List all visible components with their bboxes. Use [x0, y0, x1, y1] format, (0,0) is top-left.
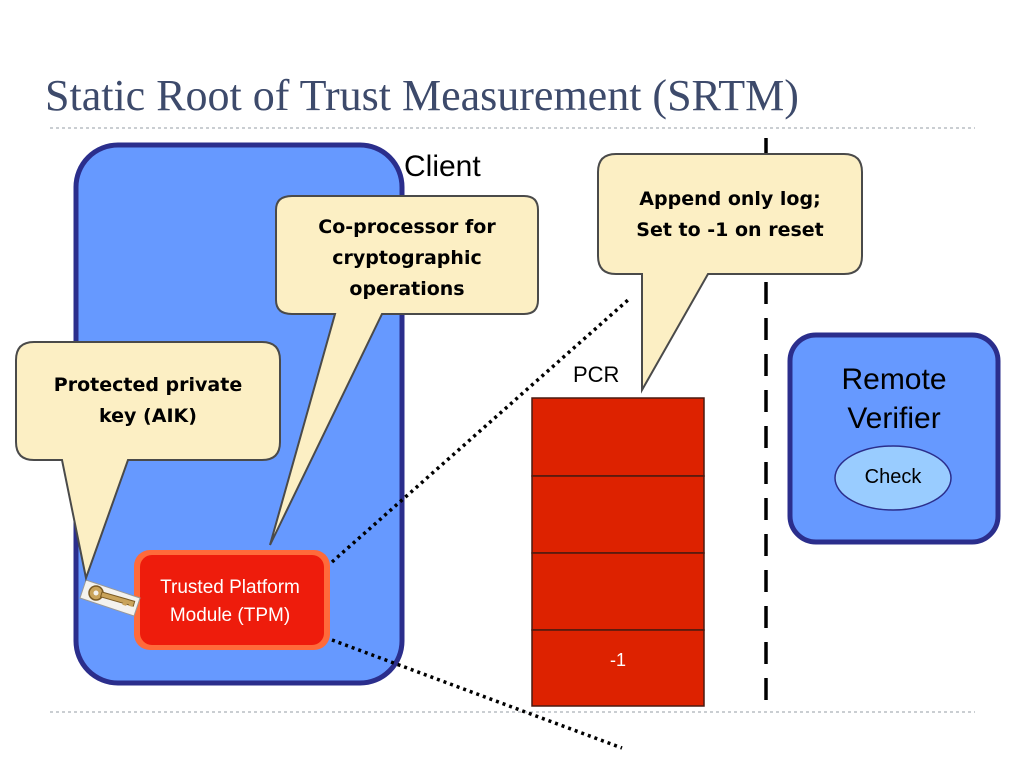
tpm-label-line: Trusted Platform: [160, 577, 300, 598]
zoom-line-top: [330, 298, 630, 564]
zoom-line-bottom: [331, 638, 623, 750]
pcr-cell-value: -1: [609, 650, 626, 670]
pcr-cell: [531, 475, 705, 554]
callout-coprocessor-text: Co-processor for cryptographic operation…: [276, 212, 538, 305]
pcr-cell: [531, 629, 705, 707]
pcr-cell: [531, 397, 705, 477]
check-button[interactable]: [834, 445, 952, 511]
callout-coprocessor: [269, 195, 539, 546]
callout-append-log-text: Append only log; Set to -1 on reset: [598, 184, 862, 246]
pcr-cell: [531, 552, 705, 631]
key-icon: [79, 579, 141, 617]
check-button-label[interactable]: Check: [864, 466, 922, 488]
pcr-stack: [531, 397, 705, 707]
callout-line: Set to -1 on reset: [636, 219, 824, 241]
callout-line: Protected private: [53, 374, 243, 396]
tpm-box[interactable]: [140, 555, 324, 645]
verifier-line: Remote: [841, 363, 947, 396]
tpm-label-line: Module (TPM): [169, 605, 291, 626]
callout-line: cryptographic: [332, 247, 482, 269]
pcr-label: PCR: [573, 362, 620, 387]
callout-private-key: [15, 341, 281, 582]
callout-line: operations: [349, 278, 465, 300]
remote-verifier-label: Remote Verifier: [790, 360, 998, 438]
callout-private-key-text: Protected private key (AIK): [16, 370, 280, 432]
callout-append-log: [597, 153, 863, 394]
client-label: Client: [404, 150, 481, 183]
verifier-line: Verifier: [847, 402, 941, 435]
callout-line: key (AIK): [99, 405, 197, 427]
slide-title: Static Root of Trust Measurement (SRTM): [45, 71, 799, 120]
callout-line: Co-processor for: [318, 216, 496, 238]
callout-line: Append only log;: [639, 188, 821, 210]
tpm-label: Trusted Platform Module (TPM): [130, 574, 330, 630]
